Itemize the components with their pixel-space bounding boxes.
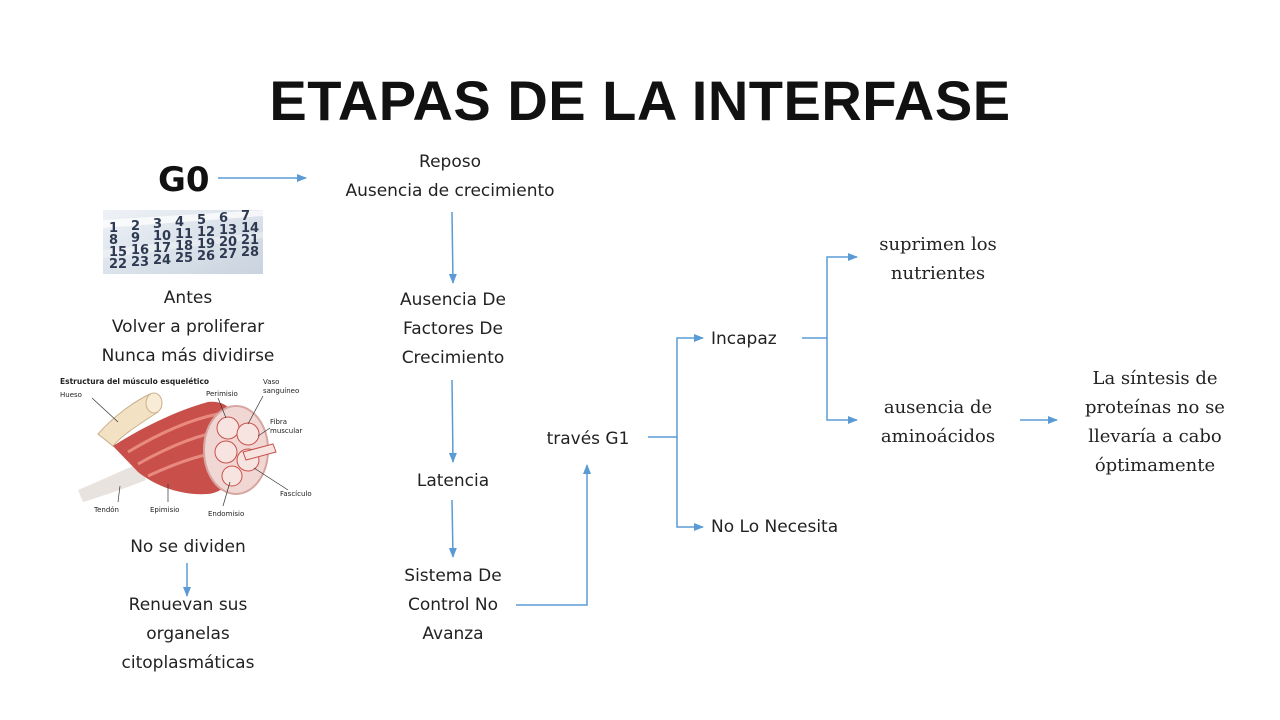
muscle-figure-title: Estructura del músculo esquelético [60, 377, 209, 386]
reposo-text: Reposo Ausencia de crecimiento [330, 148, 570, 206]
factores-line-3: Crecimiento [401, 348, 505, 368]
calendar-number: 22 [109, 257, 127, 272]
label-vaso-2: sanguíneo [263, 387, 299, 395]
renuevan-text: Renuevan sus organelas citoplasmáticas [78, 591, 298, 678]
arrow-reposo-factores [448, 211, 457, 284]
ausencia-aminoacidos-text: ausencia de aminoácidos [853, 393, 1023, 451]
sintesis-text: La síntesis de proteínas no se llevaría … [1060, 364, 1250, 480]
calendar-number: 18 [175, 239, 193, 254]
traves-g1-label: través G1 [546, 429, 630, 449]
calendar-number: 3 [153, 217, 162, 232]
page-title: ETAPAS DE LA INTERFASE [269, 69, 1011, 132]
arrow-factores-latencia [448, 379, 457, 463]
label-tendon: Tendón [93, 506, 119, 514]
calendar-number: 7 [241, 210, 250, 224]
calendar-number: 1 [109, 221, 118, 236]
g0-options: Antes Volver a proliferar Nunca más divi… [78, 284, 298, 371]
calendar-number: 13 [219, 223, 237, 238]
calendar-number: 10 [153, 229, 171, 244]
sistema-line-3: Avanza [422, 624, 484, 644]
calendar-number: 23 [131, 255, 149, 270]
muscle-structure-image: Estructura del músculo esquelético [58, 372, 320, 518]
label-epimisio: Epimisio [150, 506, 179, 514]
calendar-number: 12 [197, 225, 215, 240]
arrow-latencia-sistema [448, 499, 457, 558]
incapaz-label: Incapaz [711, 329, 777, 349]
option-nunca: Nunca más dividirse [101, 346, 275, 366]
label-fibra-1: Fibra [270, 418, 287, 426]
g0-label: G0 [158, 160, 210, 200]
sintesis-line-2: proteínas no se [1085, 397, 1225, 418]
latencia-label: Latencia [416, 471, 490, 491]
calendar-number: 20 [219, 235, 237, 250]
arrow-to-no-necesita [676, 437, 704, 531]
sistema-line-2: Control No [408, 595, 498, 615]
reposo-line-2: Ausencia de crecimiento [345, 181, 555, 201]
sistema-line-1: Sistema De [404, 566, 502, 586]
reposo-line-1: Reposo [419, 152, 481, 172]
label-endomisio: Endomisio [208, 510, 244, 518]
sintesis-line-3: llevaría a cabo [1088, 426, 1222, 447]
calendar-number: 15 [109, 245, 127, 260]
calendar-number: 19 [197, 237, 215, 252]
calendar-number: 16 [131, 243, 149, 258]
renuevan-line-2: organelas [146, 624, 230, 644]
ausencia-line-2: aminoácidos [880, 426, 996, 447]
calendar-number: 9 [131, 231, 140, 246]
calendar-number: 24 [153, 253, 171, 268]
sistema-text: Sistema De Control No Avanza [353, 562, 553, 649]
ausencia-line-1: ausencia de [883, 397, 993, 418]
option-volver: Volver a proliferar [111, 317, 265, 337]
sintesis-line-4: óptimamente [1094, 455, 1216, 476]
calendar-number: 2 [131, 219, 140, 234]
arrow-to-incapaz [676, 334, 704, 437]
option-antes: Antes [163, 288, 213, 308]
factores-text: Ausencia De Factores De Crecimiento [353, 286, 553, 373]
calendar-number: 28 [241, 245, 259, 260]
calendar-number: 21 [241, 233, 259, 248]
no-necesita-label: No Lo Necesita [711, 517, 839, 537]
calendar-number: 14 [241, 221, 259, 236]
sintesis-line-1: La síntesis de [1092, 368, 1218, 389]
factores-line-1: Ausencia De [400, 290, 506, 310]
label-hueso: Hueso [60, 391, 82, 399]
no-dividen-label: No se dividen [130, 537, 246, 557]
calendar-number: 8 [109, 233, 118, 248]
calendar-number: 27 [219, 247, 237, 262]
calendar-number: 17 [153, 241, 171, 256]
suprimen-text: suprimen los nutrientes [853, 230, 1023, 288]
calendar-number: 6 [219, 211, 228, 226]
label-fasciculo: Fascículo [280, 490, 312, 498]
label-fibra-2: muscular [270, 427, 302, 435]
calendar-number: 11 [175, 227, 193, 242]
suprimen-line-2: nutrientes [890, 263, 986, 284]
label-vaso-1: Vaso [263, 378, 279, 386]
label-perimisio: Perimisio [206, 390, 238, 398]
factores-line-2: Factores De [403, 319, 503, 339]
calendar-number: 26 [197, 249, 215, 264]
renuevan-line-3: citoplasmáticas [121, 653, 255, 673]
calendar-number: 5 [197, 213, 206, 228]
suprimen-line-1: suprimen los [879, 234, 997, 255]
calendar-number: 25 [175, 251, 193, 266]
renuevan-line-1: Renuevan sus [128, 595, 248, 615]
calendar-number: 4 [175, 215, 184, 230]
